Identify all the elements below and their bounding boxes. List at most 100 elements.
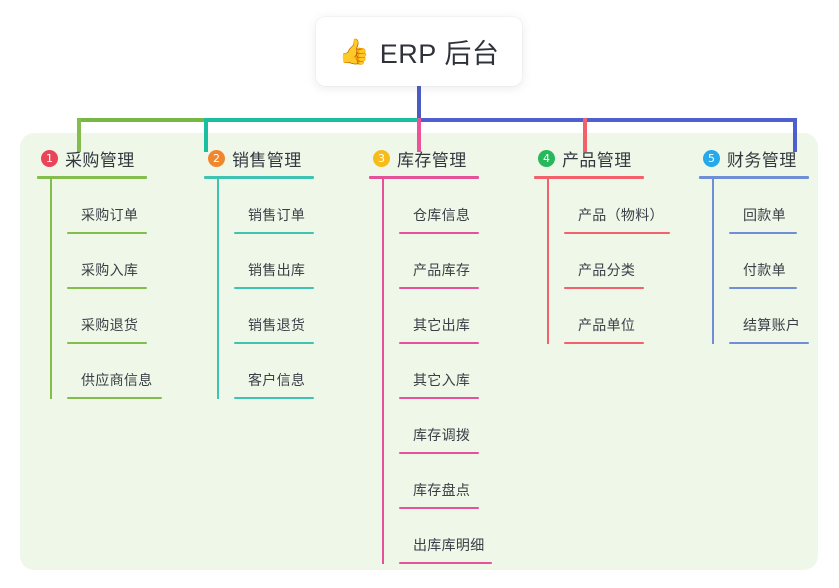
branch-header-5[interactable]: 5 财务管理 bbox=[699, 146, 809, 171]
leaf-item-label: 采购订单 bbox=[81, 207, 139, 223]
branch-title-1: 采购管理 bbox=[65, 151, 135, 170]
leaf-item[interactable]: 库存调拨 bbox=[399, 399, 479, 454]
branch-header-2[interactable]: 2 销售管理 bbox=[204, 146, 314, 171]
branch-spine-4 bbox=[547, 179, 549, 344]
leaf-item-label: 采购退货 bbox=[81, 317, 139, 333]
leaf-item-label: 采购入库 bbox=[81, 262, 139, 278]
branch-badge-icon-4: 4 bbox=[538, 150, 555, 167]
leaf-item-label: 销售退货 bbox=[248, 317, 306, 333]
leaf-item[interactable]: 出库库明细 bbox=[399, 509, 492, 564]
leaf-item[interactable]: 回款单 bbox=[729, 179, 809, 234]
branch-leaf-list-1: 采购订单采购入库采购退货供应商信息 bbox=[50, 179, 162, 399]
leaf-item-label: 库存盘点 bbox=[413, 482, 471, 498]
branch-column-3[interactable]: 3 库存管理仓库信息产品库存其它出库其它入库库存调拨库存盘点出库库明细 bbox=[369, 146, 492, 564]
branch-column-5[interactable]: 5 财务管理回款单付款单结算账户 bbox=[699, 146, 809, 344]
branch-header-3[interactable]: 3 库存管理 bbox=[369, 146, 479, 171]
leaf-item[interactable]: 客户信息 bbox=[234, 344, 314, 399]
leaf-item-underline bbox=[234, 342, 314, 344]
leaf-item-label: 库存调拨 bbox=[413, 427, 471, 443]
leaf-item-label: 付款单 bbox=[743, 262, 786, 278]
leaf-item[interactable]: 产品单位 bbox=[564, 289, 644, 344]
leaf-item[interactable]: 产品库存 bbox=[399, 234, 479, 289]
leaf-item-label: 产品单位 bbox=[578, 317, 636, 333]
leaf-item[interactable]: 采购入库 bbox=[67, 234, 147, 289]
leaf-item[interactable]: 销售出库 bbox=[234, 234, 314, 289]
leaf-item-label: 结算账户 bbox=[743, 317, 801, 333]
leaf-item-underline bbox=[729, 342, 809, 344]
leaf-item-underline bbox=[399, 507, 479, 509]
leaf-item-label: 产品（物料） bbox=[578, 207, 664, 223]
branch-underline-3 bbox=[369, 176, 479, 179]
leaf-item-underline bbox=[234, 397, 314, 399]
leaf-item-underline bbox=[67, 287, 147, 289]
branch-title-5: 财务管理 bbox=[727, 151, 797, 170]
branch-column-4[interactable]: 4 产品管理产品（物料） 产品分类产品单位 bbox=[534, 146, 670, 344]
leaf-item-label: 销售出库 bbox=[248, 262, 306, 278]
branch-column-2[interactable]: 2 销售管理销售订单销售出库销售退货客户信息 bbox=[204, 146, 314, 399]
branch-badge-icon-5: 5 bbox=[703, 150, 720, 167]
leaf-item-underline bbox=[564, 287, 644, 289]
branch-leaf-list-2: 销售订单销售出库销售退货客户信息 bbox=[217, 179, 314, 399]
branch-underline-1 bbox=[37, 176, 147, 179]
leaf-item-underline bbox=[234, 287, 314, 289]
leaf-item-underline bbox=[399, 342, 479, 344]
leaf-item-underline bbox=[399, 232, 479, 234]
leaf-item-label: 销售订单 bbox=[248, 207, 306, 223]
leaf-item-label: 回款单 bbox=[743, 207, 786, 223]
leaf-item[interactable]: 仓库信息 bbox=[399, 179, 479, 234]
leaf-item[interactable]: 产品（物料） bbox=[564, 179, 670, 234]
leaf-item[interactable]: 其它出库 bbox=[399, 289, 479, 344]
leaf-item-label: 产品分类 bbox=[578, 262, 636, 278]
leaf-item-underline bbox=[67, 397, 162, 399]
branch-underline-4 bbox=[534, 176, 644, 179]
leaf-item[interactable]: 采购订单 bbox=[67, 179, 147, 234]
leaf-item[interactable]: 采购退货 bbox=[67, 289, 147, 344]
leaf-item-underline bbox=[399, 452, 479, 454]
branch-spine-5 bbox=[712, 179, 714, 344]
leaf-item[interactable]: 产品分类 bbox=[564, 234, 644, 289]
leaf-item-label: 供应商信息 bbox=[81, 372, 153, 388]
branch-underline-2 bbox=[204, 176, 314, 179]
branch-header-1[interactable]: 1 采购管理 bbox=[37, 146, 147, 171]
leaf-item-underline bbox=[399, 562, 492, 564]
leaf-item[interactable]: 其它入库 bbox=[399, 344, 479, 399]
leaf-item[interactable]: 销售订单 bbox=[234, 179, 314, 234]
branch-spine-1 bbox=[50, 179, 52, 399]
root-node-content: 👍 ERP 后台 bbox=[339, 32, 500, 71]
leaf-item-label: 产品库存 bbox=[413, 262, 471, 278]
branch-badge-icon-2: 2 bbox=[208, 150, 225, 167]
leaf-item-underline bbox=[234, 232, 314, 234]
branch-title-2: 销售管理 bbox=[232, 151, 302, 170]
root-node[interactable]: 👍 ERP 后台 bbox=[316, 17, 522, 86]
leaf-item-underline bbox=[399, 287, 479, 289]
thumbs-up-icon: 👍 bbox=[338, 37, 370, 66]
branch-header-4[interactable]: 4 产品管理 bbox=[534, 146, 644, 171]
leaf-item-underline bbox=[729, 287, 797, 289]
leaf-item[interactable]: 供应商信息 bbox=[67, 344, 162, 399]
branch-column-1[interactable]: 1 采购管理采购订单采购入库采购退货供应商信息 bbox=[37, 146, 162, 399]
root-node-title: ERP 后台 bbox=[379, 39, 500, 69]
leaf-item-label: 其它出库 bbox=[413, 317, 471, 333]
leaf-item-underline bbox=[564, 232, 670, 234]
leaf-item-underline bbox=[399, 397, 479, 399]
branch-leaf-list-3: 仓库信息产品库存其它出库其它入库库存调拨库存盘点出库库明细 bbox=[382, 179, 492, 564]
leaf-item[interactable]: 库存盘点 bbox=[399, 454, 479, 509]
branch-leaf-list-4: 产品（物料） 产品分类产品单位 bbox=[547, 179, 670, 344]
branch-title-4: 产品管理 bbox=[562, 151, 632, 170]
branch-underline-5 bbox=[699, 176, 809, 179]
leaf-item[interactable]: 销售退货 bbox=[234, 289, 314, 344]
leaf-item[interactable]: 付款单 bbox=[729, 234, 809, 289]
branch-spine-2 bbox=[217, 179, 219, 399]
leaf-item-label: 客户信息 bbox=[248, 372, 306, 388]
branch-title-3: 库存管理 bbox=[397, 151, 467, 170]
branch-leaf-list-5: 回款单付款单结算账户 bbox=[712, 179, 809, 344]
branch-spine-3 bbox=[382, 179, 384, 564]
leaf-item-underline bbox=[67, 232, 147, 234]
leaf-item-label: 其它入库 bbox=[413, 372, 471, 388]
branch-badge-icon-3: 3 bbox=[373, 150, 390, 167]
branch-badge-icon-1: 1 bbox=[41, 150, 58, 167]
leaf-item[interactable]: 结算账户 bbox=[729, 289, 809, 344]
leaf-item-label: 仓库信息 bbox=[413, 207, 471, 223]
diagram-background-panel bbox=[20, 133, 818, 570]
